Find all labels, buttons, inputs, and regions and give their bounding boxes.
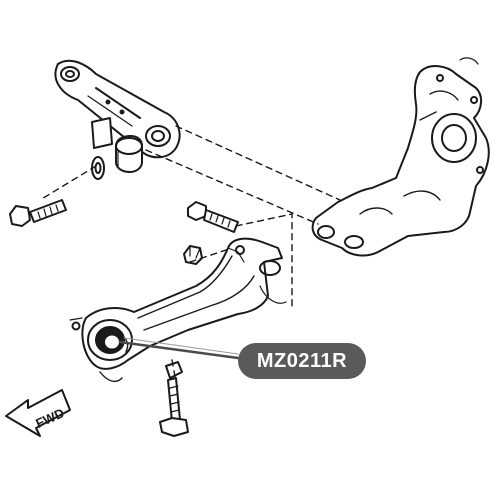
lower-control-arm [69, 237, 287, 383]
fwd-arrow-icon: FWD [5, 389, 71, 437]
callout-leader-line [118, 337, 240, 360]
assembly-dashed-lines [39, 125, 341, 383]
upper-lateral-link [54, 59, 181, 159]
rear-knuckle [311, 57, 490, 257]
upper-bushing-sleeve [91, 117, 143, 173]
upper-link-bolt [9, 199, 67, 227]
part-number-text: MZ0211R [256, 350, 348, 372]
lower-arm-upper-bolt [187, 201, 239, 233]
lower-arm-bottom-bolt [159, 361, 189, 437]
part-number-callout: MZ0211R [238, 343, 366, 379]
